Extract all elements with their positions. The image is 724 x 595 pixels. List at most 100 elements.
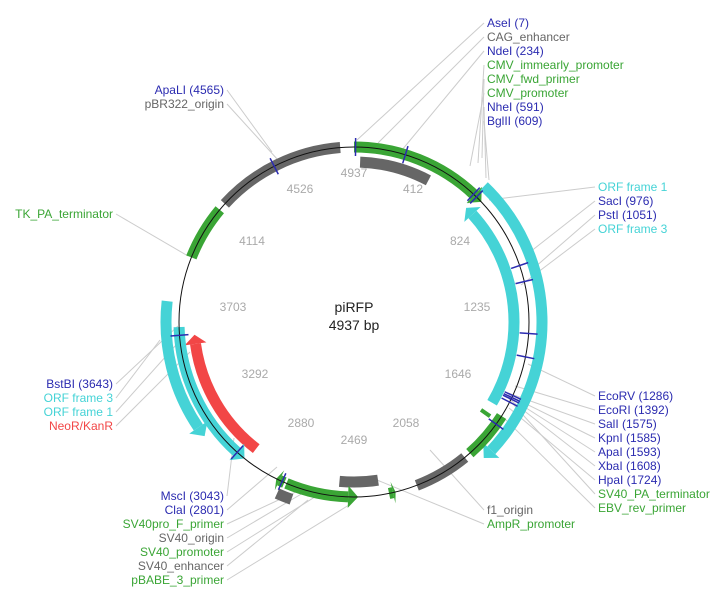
restriction-site-tick[interactable] xyxy=(503,392,521,403)
restriction-site-tick[interactable] xyxy=(269,157,279,175)
restriction-site-tick[interactable] xyxy=(401,145,409,164)
sv40-enhancer-feature xyxy=(338,474,379,488)
label-group-bottom-left: MscI (3043) ClaI (2801) SV40pro_F_primer… xyxy=(123,489,224,587)
feature-label[interactable]: TK_PA_terminator xyxy=(15,207,113,221)
tick-label: 4526 xyxy=(287,182,314,196)
restriction-site-layer xyxy=(170,138,538,491)
feature-label[interactable]: ApaI (1593) xyxy=(598,445,661,459)
feature-label[interactable]: SV40_promoter xyxy=(140,545,224,559)
restriction-site-tick[interactable] xyxy=(170,333,189,337)
pbr322-origin-feature xyxy=(220,142,341,208)
label-leader-line xyxy=(356,22,485,141)
restriction-site-tick[interactable] xyxy=(516,354,535,360)
label-leader-line xyxy=(377,36,485,144)
feature-label[interactable]: pBABE_3_primer xyxy=(131,573,224,587)
feature-label[interactable]: CMV_promoter xyxy=(487,86,568,100)
tick-label: 4937 xyxy=(341,166,368,180)
label-leader-line xyxy=(115,213,189,257)
tick-label: 2880 xyxy=(288,416,315,430)
label-leader-line xyxy=(508,407,596,481)
tick-label: 1646 xyxy=(445,367,472,381)
restriction-site-tick[interactable] xyxy=(504,391,522,400)
orf-frame-3-feature xyxy=(468,210,520,406)
orf-frame-1-feature xyxy=(480,182,548,455)
plasmid-size: 4937 bp xyxy=(329,317,380,333)
neor-kanr-feature-arrowhead xyxy=(184,334,207,346)
tick-label: 2058 xyxy=(393,416,420,430)
feature-label[interactable]: SV40pro_F_primer xyxy=(123,517,224,531)
feature-label[interactable]: pBR322_origin xyxy=(145,97,224,111)
label-leader-line xyxy=(505,419,596,509)
label-leader-line xyxy=(226,466,278,511)
label-leader-line xyxy=(226,103,279,161)
feature-label[interactable]: ORF frame 1 xyxy=(44,405,114,419)
label-group-top-right: AseI (7) CAG_enhancer NdeI (234) CMV_imm… xyxy=(487,16,624,128)
feature-label[interactable]: BglII (609) xyxy=(487,114,542,128)
label-leader-line xyxy=(115,351,191,427)
feature-label[interactable]: ORF frame 3 xyxy=(44,391,114,405)
label-group-left-lower: BstBI (3643) ORF frame 3 ORF frame 1 Neo… xyxy=(44,377,114,433)
feature-label[interactable]: MscI (3043) xyxy=(161,489,224,503)
label-leader-line xyxy=(429,449,485,511)
feature-label[interactable]: NheI (591) xyxy=(487,100,544,114)
label-leader-line xyxy=(477,64,485,164)
feature-label[interactable]: ORF frame 3 xyxy=(598,222,668,236)
ebv-rev-primer-feature xyxy=(479,408,492,418)
restriction-site-tick[interactable] xyxy=(519,332,538,335)
feature-label[interactable]: EcoRV (1286) xyxy=(598,389,673,403)
feature-label[interactable]: CMV_immearly_promoter xyxy=(487,58,624,72)
feature-label[interactable]: AmpR_promoter xyxy=(487,517,575,531)
label-leader-line xyxy=(533,214,596,269)
restriction-site-tick[interactable] xyxy=(488,418,504,431)
label-leader-line xyxy=(483,106,487,179)
restriction-site-tick[interactable] xyxy=(515,278,534,285)
sv40-promoter-feature xyxy=(284,478,349,503)
restriction-site-tick[interactable] xyxy=(510,261,529,270)
feature-label[interactable]: SV40_PA_terminator xyxy=(598,487,710,501)
tick-label: 412 xyxy=(403,182,423,196)
feature-label[interactable]: CAG_enhancer xyxy=(487,30,570,44)
feature-label[interactable]: NdeI (234) xyxy=(487,44,544,58)
sv40pro-f-primer-feature-arrowhead xyxy=(274,470,285,491)
feature-label[interactable]: EBV_rev_primer xyxy=(598,501,686,515)
tk-pa-terminator-feature xyxy=(186,206,225,260)
orf-frame-3-feature-arrowhead xyxy=(464,207,481,222)
feature-label[interactable]: ClaI (2801) xyxy=(165,503,224,517)
restriction-site-tick[interactable] xyxy=(501,397,518,407)
feature-label[interactable]: SV40_enhancer xyxy=(138,559,224,573)
feature-label[interactable]: XbaI (1608) xyxy=(598,459,661,473)
feature-label[interactable]: NeoR/KanR xyxy=(49,419,113,433)
feature-label[interactable]: SalI (1575) xyxy=(598,417,657,431)
feature-label[interactable]: ApaLI (4565) xyxy=(155,83,224,97)
label-leader-line xyxy=(226,499,309,567)
label-group-right-lower: EcoRV (1286) EcoRI (1392) SalI (1575) Kp… xyxy=(598,389,710,515)
feature-label[interactable]: HpaI (1724) xyxy=(598,473,661,487)
label-group-left-mid: TK_PA_terminator xyxy=(15,207,113,221)
label-leader-line xyxy=(481,78,485,159)
label-leader-line xyxy=(469,92,485,167)
label-leader-line xyxy=(529,200,596,253)
feature-label[interactable]: ORF frame 1 xyxy=(598,180,668,194)
restriction-site-tick[interactable] xyxy=(230,445,244,460)
feature-label[interactable]: SV40_origin xyxy=(159,531,224,545)
feature-label[interactable]: SacI (976) xyxy=(598,194,653,208)
restriction-site-tick[interactable] xyxy=(502,394,520,404)
feature-label[interactable]: AseI (7) xyxy=(487,16,529,30)
feature-label[interactable]: EcoRI (1392) xyxy=(598,403,669,417)
tick-labels: 4937 412 824 1235 1646 2058 2469 2880 32… xyxy=(220,166,491,447)
feature-label[interactable]: CMV_fwd_primer xyxy=(487,72,580,86)
restriction-site-tick[interactable] xyxy=(277,473,287,491)
feature-label[interactable]: f1_origin xyxy=(487,503,533,517)
feature-label[interactable]: KpnI (1585) xyxy=(598,431,661,445)
cag-enhancer-feature xyxy=(359,156,431,186)
plasmid-name: piRFP xyxy=(335,299,374,315)
tick-label: 1235 xyxy=(464,300,491,314)
restriction-site-tick[interactable] xyxy=(466,187,481,202)
orf-frame-1-left-feature-arrowhead xyxy=(189,421,208,437)
restriction-site-tick[interactable] xyxy=(469,190,484,204)
plasmid-backbone xyxy=(178,146,530,498)
feature-label[interactable]: BstBI (3643) xyxy=(46,377,113,391)
feature-label[interactable]: PstI (1051) xyxy=(598,208,657,222)
tick-label: 4114 xyxy=(239,234,265,248)
